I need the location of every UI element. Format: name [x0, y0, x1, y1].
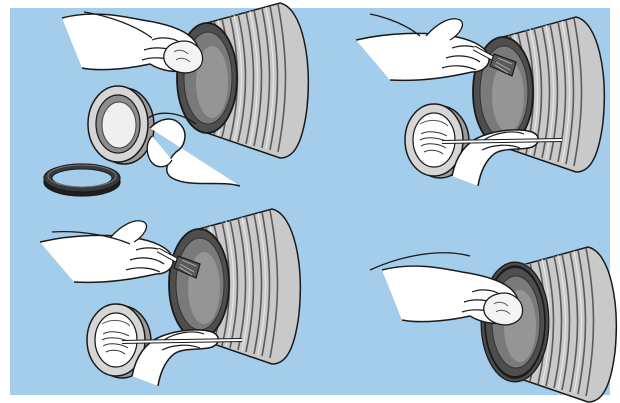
sealing-ring — [44, 164, 120, 196]
coupling-ring — [88, 86, 154, 164]
